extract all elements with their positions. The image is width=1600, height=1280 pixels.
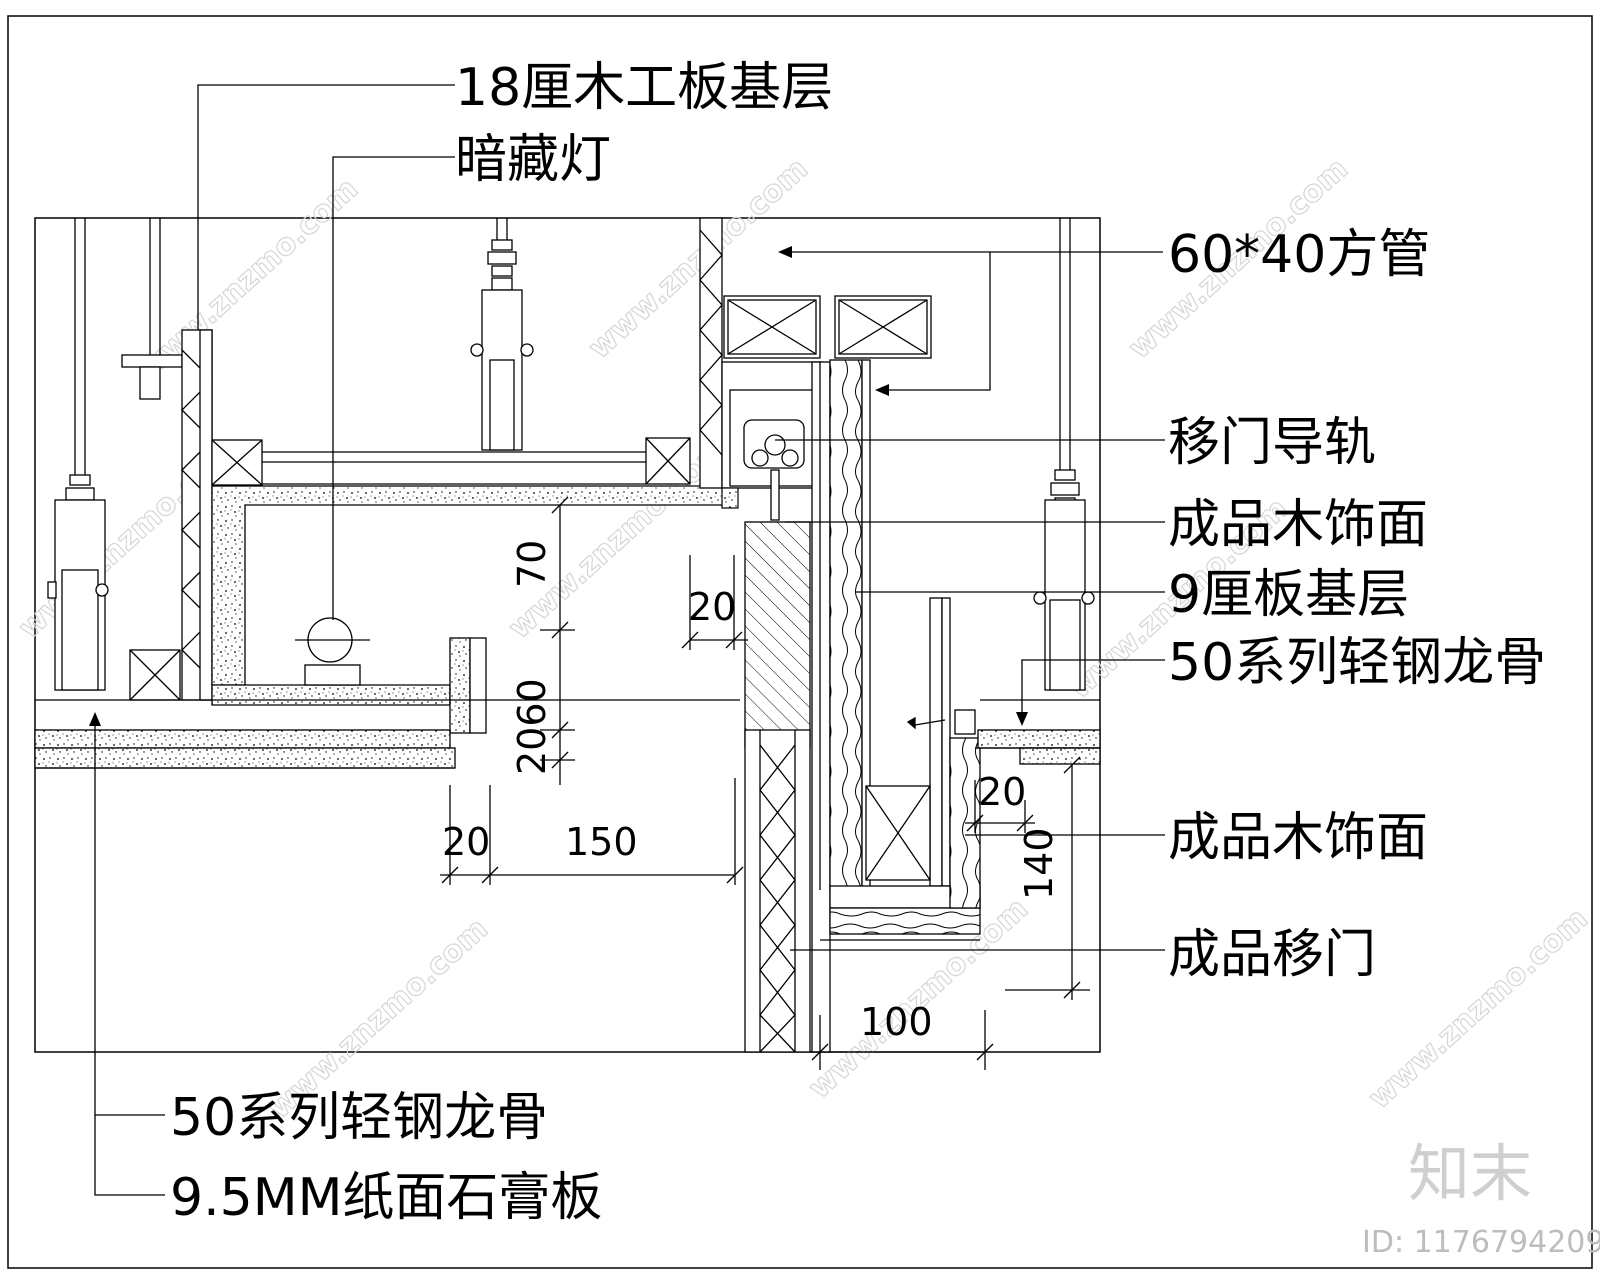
bottom-wood-block — [865, 785, 931, 881]
hidden-light-fixture — [295, 617, 370, 686]
label-board-base-9: 9厘板基层 — [1168, 565, 1409, 625]
ceiling-gypsum-board — [34, 699, 740, 769]
right-hanger-bracket — [1033, 469, 1095, 691]
label-steel-keel-left: 50系列轻钢龙骨 — [170, 1088, 548, 1148]
partition-board — [699, 217, 723, 489]
dim-2060: 2060 — [510, 678, 554, 775]
arrowheads — [89, 246, 1028, 726]
dim-70: 70 — [510, 540, 554, 588]
sheet-border — [7, 15, 1593, 1269]
dim-100: 100 — [860, 1000, 933, 1044]
label-wood-base: 18厘木工板基层 — [455, 58, 833, 118]
dim-140: 140 — [1017, 827, 1061, 900]
label-door-track: 移门导轨 — [1168, 413, 1376, 473]
right-partition — [929, 597, 951, 887]
square-tubes — [723, 295, 932, 359]
left-l-bracket — [121, 354, 183, 400]
wood-finish-wall — [811, 359, 871, 1053]
label-wood-finish-bottom: 成品木饰面 — [1168, 808, 1428, 868]
dimension-lines — [440, 496, 1090, 1070]
label-square-tube: 60*40方管 — [1168, 225, 1430, 285]
middle-hanger-bracket — [470, 239, 534, 451]
leader-lines — [94, 84, 1165, 1196]
label-gypsum-board: 9.5MM纸面石膏板 — [170, 1168, 602, 1228]
dim-150: 150 — [565, 820, 638, 864]
label-steel-keel-right: 50系列轻钢龙骨 — [1168, 633, 1546, 693]
sliding-track — [721, 361, 823, 521]
brand-watermark: 知末 — [1408, 1137, 1532, 1210]
door-head-block — [744, 521, 811, 748]
track-cover — [721, 487, 739, 509]
label-sliding-door: 成品移门 — [1168, 925, 1376, 985]
hanger-rods — [74, 218, 1071, 475]
right-ceiling-board — [906, 699, 1101, 765]
watermark-text: www.znzmo.com — [132, 171, 365, 386]
vertical-wood-board — [181, 329, 213, 701]
sliding-door-panel — [744, 729, 811, 1053]
left-hanger-bracket — [47, 474, 109, 691]
wood-blocks — [129, 437, 691, 701]
label-hidden-light: 暗藏灯 — [455, 130, 611, 190]
label-wood-finish-top: 成品木饰面 — [1168, 495, 1428, 555]
dim-20-right: 20 — [978, 770, 1026, 814]
section-frame — [34, 217, 1101, 1053]
dim-20-top: 20 — [688, 585, 736, 629]
watermark-text: www.znzmo.com — [1362, 901, 1595, 1116]
upper-keel — [262, 451, 646, 485]
id-watermark: ID: 1176794209 — [1362, 1225, 1600, 1260]
dim-20-left: 20 — [442, 820, 490, 864]
